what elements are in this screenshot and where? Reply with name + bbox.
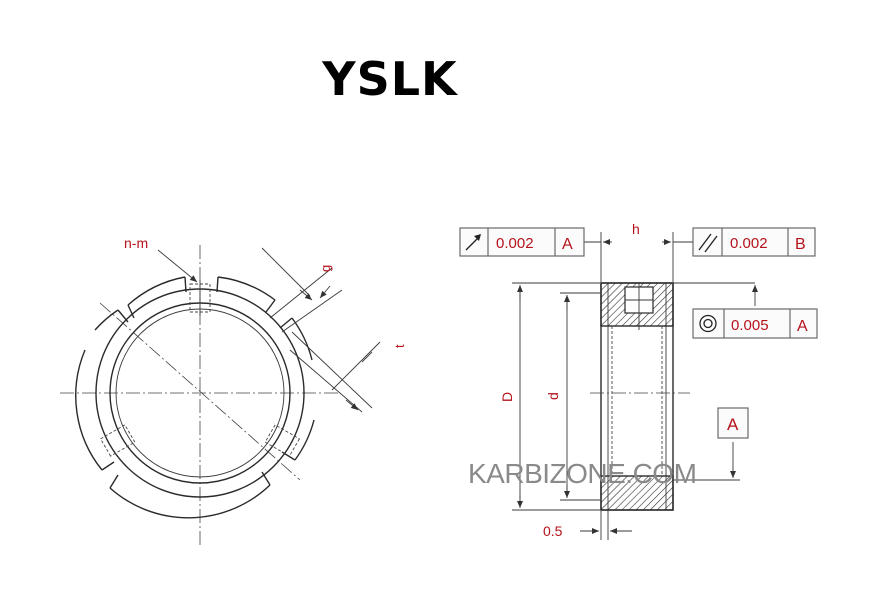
circular-runout-icon bbox=[465, 234, 481, 251]
title: YSLK bbox=[322, 52, 458, 106]
concentricity-icon bbox=[699, 314, 717, 333]
tolerance-datum-concentricity: A bbox=[797, 318, 808, 335]
section-view bbox=[512, 232, 758, 540]
parallelism-icon bbox=[698, 233, 718, 253]
tolerance-datum-parallelism: B bbox=[795, 236, 806, 253]
datum-box bbox=[717, 407, 749, 439]
label-n-m: n-m bbox=[124, 235, 148, 251]
tolerance-value-concentricity: 0.005 bbox=[731, 317, 769, 334]
tolerance-datum-runout: A bbox=[562, 236, 573, 253]
front-view bbox=[60, 245, 381, 545]
tolerance-frame-runout bbox=[459, 227, 585, 257]
label-h: h bbox=[632, 221, 640, 237]
label-offset: 0.5 bbox=[543, 523, 563, 539]
label-d: d bbox=[545, 392, 561, 400]
watermark: KARBIZONE.COM bbox=[468, 458, 696, 489]
tolerance-frame-concentricity bbox=[692, 308, 818, 339]
datum-label: A bbox=[727, 415, 739, 434]
label-g: g bbox=[318, 265, 333, 272]
label-D: D bbox=[499, 392, 515, 402]
tolerance-frame-parallelism bbox=[692, 227, 816, 257]
tolerance-value-runout: 0.002 bbox=[496, 235, 534, 252]
label-t: t bbox=[392, 344, 407, 348]
tolerance-value-parallelism: 0.002 bbox=[730, 235, 768, 252]
